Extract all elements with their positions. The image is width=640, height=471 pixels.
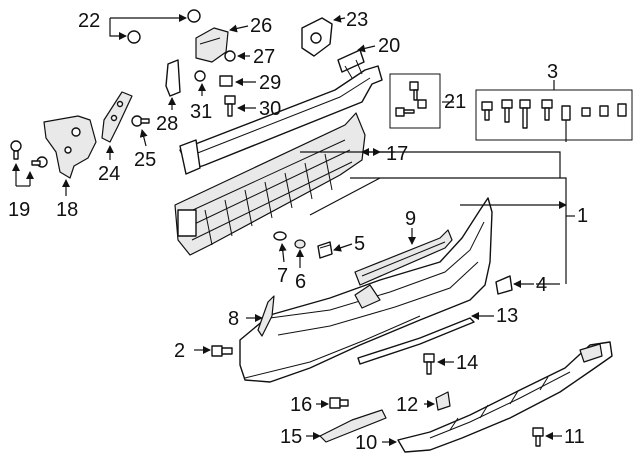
part-clip-4 <box>495 275 513 295</box>
callout-13: 13 <box>496 305 518 327</box>
part-lower-trim <box>357 317 475 365</box>
callout-6: 6 <box>295 271 306 293</box>
callout-20: 20 <box>378 35 400 57</box>
kit-box-3 <box>475 89 633 141</box>
callout-1: 1 <box>577 205 588 227</box>
part-side-bracket <box>43 115 97 179</box>
callout-7: 7 <box>277 265 288 287</box>
part-gasket <box>301 17 333 57</box>
callout-26: 26 <box>250 15 272 37</box>
kit-box-21 <box>389 73 441 129</box>
callout-5: 5 <box>354 233 365 255</box>
callout-8: 8 <box>228 308 239 330</box>
callout-30: 30 <box>259 98 281 120</box>
callout-19: 19 <box>8 199 30 221</box>
callout-labels: 1 2 3 4 5 6 7 8 9 10 11 12 13 14 15 16 1… <box>8 9 588 454</box>
callout-14: 14 <box>456 352 478 374</box>
callout-3: 3 <box>547 61 558 83</box>
callout-25: 25 <box>134 149 156 171</box>
callout-11: 11 <box>564 426 585 448</box>
callout-27: 27 <box>253 46 275 68</box>
part-side-reflector <box>257 295 275 337</box>
part-reflector-strip <box>354 229 453 286</box>
part-impact-bar <box>179 49 383 175</box>
callout-4: 4 <box>536 274 547 296</box>
part-small-bracket <box>165 59 181 97</box>
callout-24: 24 <box>98 163 120 185</box>
callout-22: 22 <box>78 10 100 32</box>
fasteners <box>10 9 544 447</box>
part-guide-bracket <box>101 91 133 143</box>
part-diffuser <box>397 341 613 453</box>
callout-10: 10 <box>355 432 377 454</box>
callout-28: 28 <box>156 113 178 135</box>
part-lower-bracket <box>319 409 387 443</box>
callout-23: 23 <box>346 9 368 31</box>
leader-lines <box>12 14 575 446</box>
callout-31: 31 <box>190 101 212 123</box>
callout-17: 17 <box>386 143 408 165</box>
callout-9: 9 <box>405 208 416 230</box>
part-bumper-cover <box>239 197 493 383</box>
callout-29: 29 <box>259 72 281 94</box>
callout-16: 16 <box>290 394 312 416</box>
part-clip-5 <box>317 241 333 259</box>
callout-15: 15 <box>280 426 302 448</box>
part-upper-bracket <box>195 27 229 63</box>
part-retainer-12 <box>435 391 451 411</box>
callout-12: 12 <box>396 394 418 416</box>
callout-21: 21 <box>444 91 466 113</box>
callout-2: 2 <box>174 340 185 362</box>
callout-18: 18 <box>56 199 78 221</box>
